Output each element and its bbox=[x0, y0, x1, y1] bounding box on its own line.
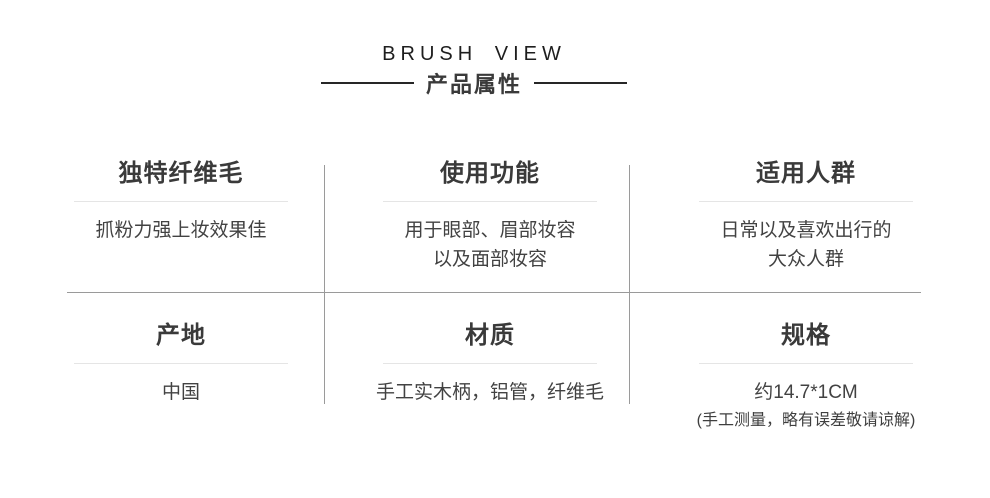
description-line: 抓粉力强上妆效果佳 bbox=[95, 220, 267, 241]
attribute-cell-audience: 适用人群 日常以及喜欢出行的 大众人群 bbox=[676, 158, 936, 274]
title-underline bbox=[699, 363, 913, 364]
title-underline bbox=[383, 363, 597, 364]
title-underline bbox=[383, 201, 597, 202]
title-underline bbox=[74, 201, 288, 202]
title-underline bbox=[74, 363, 288, 364]
attribute-description: 约14.7*1CM bbox=[676, 378, 936, 407]
attribute-description: 中国 bbox=[51, 378, 311, 407]
attribute-cell-specification: 规格 约14.7*1CM (手工测量，略有误差敬请谅解) bbox=[676, 320, 936, 432]
description-line: 中国 bbox=[161, 382, 200, 403]
attribute-cell-origin: 产地 中国 bbox=[51, 320, 311, 407]
description-line: 约14.7*1CM bbox=[754, 382, 858, 403]
attribute-cell-function: 使用功能 用于眼部、眉部妆容 以及面部妆容 bbox=[360, 158, 620, 274]
attribute-title: 使用功能 bbox=[440, 160, 540, 187]
description-line: 大众人群 bbox=[767, 249, 844, 270]
attribute-description: 用于眼部、眉部妆容 以及面部妆容 bbox=[360, 216, 620, 274]
attribute-title: 独特纤维毛 bbox=[118, 160, 244, 187]
subtitle-row: 产品属性 bbox=[0, 71, 948, 97]
attribute-description: 日常以及喜欢出行的 大众人群 bbox=[676, 216, 936, 274]
attribute-description: 抓粉力强上妆效果佳 bbox=[51, 216, 311, 245]
attribute-description: 手工实木柄，铝管，纤维毛 bbox=[360, 378, 620, 407]
horizontal-divider bbox=[67, 292, 921, 293]
vertical-divider-2 bbox=[629, 165, 630, 404]
attribute-cell-material: 材质 手工实木柄，铝管，纤维毛 bbox=[360, 320, 620, 407]
description-line: 手工实木柄，铝管，纤维毛 bbox=[375, 382, 604, 403]
description-line: 以及面部妆容 bbox=[432, 249, 547, 270]
attribute-cell-fiber: 独特纤维毛 抓粉力强上妆效果佳 bbox=[51, 158, 311, 245]
attribute-title: 规格 bbox=[781, 322, 831, 349]
attribute-note: (手工测量，略有误差敬请谅解) bbox=[696, 412, 916, 429]
vertical-divider-1 bbox=[324, 165, 325, 404]
title-underline bbox=[699, 201, 913, 202]
attribute-title: 材质 bbox=[465, 322, 515, 349]
description-line: 用于眼部、眉部妆容 bbox=[404, 220, 576, 241]
subtitle-right-line bbox=[534, 82, 627, 84]
description-line: 日常以及喜欢出行的 bbox=[720, 220, 892, 241]
section-subtitle: 产品属性 bbox=[425, 72, 522, 97]
brand-title: BRUSH VIEW bbox=[382, 43, 566, 65]
subtitle-left-line bbox=[320, 82, 414, 84]
attribute-title: 产地 bbox=[156, 322, 206, 349]
attribute-title: 适用人群 bbox=[756, 160, 856, 187]
